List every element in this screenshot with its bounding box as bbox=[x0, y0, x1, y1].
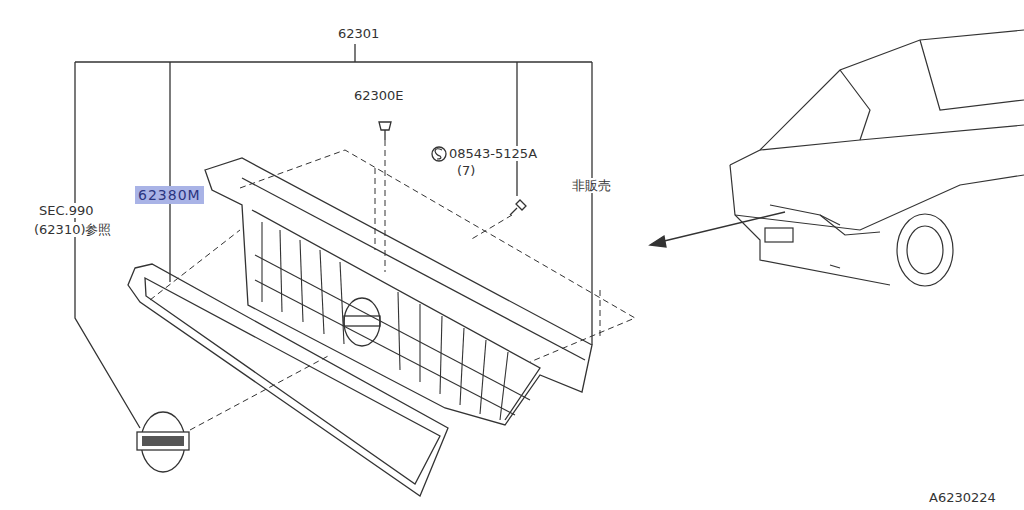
highlight-box: 62380M bbox=[135, 186, 204, 204]
callout-number: 62380M bbox=[138, 187, 201, 203]
standard-part-symbol bbox=[432, 147, 446, 161]
section-reference: (62310)参照 bbox=[33, 222, 113, 237]
section-reference: SEC.990 bbox=[38, 203, 95, 218]
grille bbox=[205, 158, 592, 425]
note: 非販売 bbox=[571, 178, 612, 193]
part-number: 08543-5125A bbox=[448, 146, 538, 161]
leader-lines bbox=[75, 44, 592, 428]
grille-frame bbox=[128, 264, 448, 496]
car-sketch bbox=[730, 30, 1024, 286]
assembly-lines bbox=[150, 140, 635, 430]
quantity: (7) bbox=[456, 163, 476, 178]
part-number: 62300E bbox=[353, 88, 405, 103]
clip bbox=[379, 122, 391, 140]
part-number: 62301 bbox=[337, 26, 380, 41]
screw bbox=[510, 200, 526, 215]
emblem bbox=[137, 412, 189, 472]
diagram-code: A6230224 bbox=[928, 490, 997, 505]
view-arrow bbox=[650, 212, 785, 247]
